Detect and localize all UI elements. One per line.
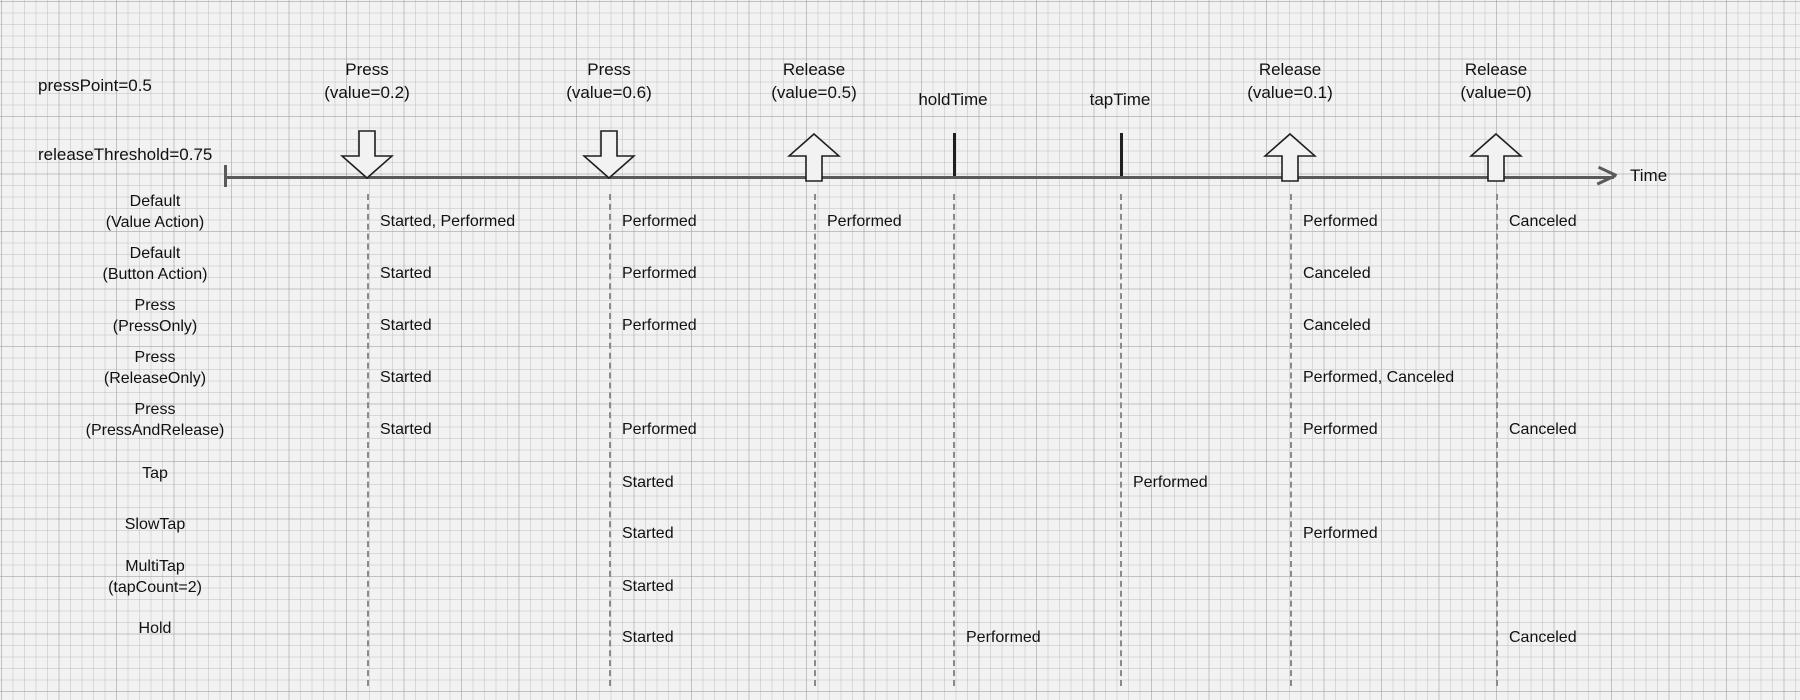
release-arrow-icon — [1263, 132, 1317, 182]
column-guide-release-2 — [1290, 194, 1292, 686]
row-label-line2: (PressOnly) — [112, 318, 198, 335]
event-label-detail: (value=0.5) — [771, 83, 857, 102]
event-label-hold-time: holdTime — [843, 88, 1063, 111]
column-guide-hold-time — [953, 194, 955, 686]
column-guide-tap-time — [1120, 194, 1122, 686]
event-label-detail: (value=0) — [1460, 83, 1532, 102]
cell-default-button-action-press-2: Performed — [622, 265, 697, 282]
event-label-title: Release — [1464, 60, 1528, 79]
row-label-line1: Press — [134, 297, 176, 314]
event-label-title: tapTime — [1089, 90, 1151, 109]
event-label-press-1: Press (value=0.2) — [257, 58, 477, 104]
event-marker-hold-time[interactable] — [953, 133, 956, 176]
cell-tap-tap-time: Performed — [1133, 474, 1208, 491]
row-label-line1: Press — [134, 349, 176, 366]
cell-default-value-action-release-1: Performed — [827, 213, 902, 230]
event-label-title: holdTime — [918, 90, 988, 109]
row-label-line1: SlowTap — [124, 516, 186, 533]
event-label-title: Release — [782, 60, 846, 79]
release-arrow-icon — [1469, 132, 1523, 182]
row-label-line2: (tapCount=2) — [108, 579, 202, 596]
cell-default-value-action-press-2: Performed — [622, 213, 697, 230]
row-label-line1: Default — [129, 193, 181, 210]
cell-hold-press-2: Started — [622, 629, 674, 646]
column-guide-press-1 — [367, 194, 369, 686]
cell-default-value-action-release-2: Performed — [1303, 213, 1378, 230]
row-label-line1: Press — [134, 401, 176, 418]
row-label-hold: Hold — [10, 618, 300, 639]
row-label-line2: (Value Action) — [105, 214, 205, 231]
event-label-detail: (value=0.6) — [566, 83, 652, 102]
row-label-line1: Default — [129, 245, 181, 262]
release-arrow-icon — [787, 132, 841, 182]
cell-press-releaseonly-release-2: Performed, Canceled — [1303, 369, 1455, 386]
event-label-release-3: Release (value=0) — [1386, 58, 1606, 104]
parameter-presspoint: pressPoint=0.5 — [38, 76, 152, 95]
cell-slowtap-release-2: Performed — [1303, 525, 1378, 542]
column-guide-release-1 — [814, 194, 816, 686]
cell-press-pressandrelease-press-2: Performed — [622, 421, 697, 438]
row-label-press-releaseonly: Press (ReleaseOnly) — [10, 347, 300, 389]
row-label-default-button-action: Default (Button Action) — [10, 243, 300, 285]
event-label-detail: (value=0.1) — [1247, 83, 1333, 102]
cell-hold-release-3: Canceled — [1509, 629, 1577, 646]
time-axis-line — [224, 176, 1614, 179]
event-marker-release-1[interactable] — [787, 132, 841, 182]
cell-press-pressandrelease-release-3: Canceled — [1509, 421, 1577, 438]
cell-default-button-action-press-1: Started — [380, 265, 432, 282]
cell-default-value-action-press-1: Started, Performed — [380, 213, 516, 230]
parameters-note: pressPoint=0.5 releaseThreshold=0.75 — [38, 28, 212, 212]
cell-press-pressonly-press-1: Started — [380, 317, 432, 334]
cell-slowtap-press-2: Started — [622, 525, 674, 542]
row-label-press-pressandrelease: Press (PressAndRelease) — [10, 399, 300, 441]
row-label-line1: Tap — [142, 465, 168, 482]
event-marker-press-2[interactable] — [582, 130, 636, 180]
event-marker-release-2[interactable] — [1263, 132, 1317, 182]
cell-tap-press-2: Started — [622, 474, 674, 491]
row-label-line1: Hold — [138, 620, 172, 637]
event-label-title: Press — [345, 60, 389, 79]
event-label-detail: (value=0.2) — [324, 83, 410, 102]
cell-hold-hold-time: Performed — [966, 629, 1041, 646]
cell-multitap-press-2: Started — [622, 578, 674, 595]
event-marker-tap-time[interactable] — [1120, 133, 1123, 176]
column-guide-release-3 — [1496, 194, 1498, 686]
cell-press-releaseonly-press-1: Started — [380, 369, 432, 386]
event-marker-press-1[interactable] — [340, 130, 394, 180]
row-label-line2: (PressAndRelease) — [85, 422, 225, 439]
event-label-title: Press — [587, 60, 631, 79]
parameter-releasethreshold: releaseThreshold=0.75 — [38, 145, 213, 164]
time-axis-label: Time — [1630, 166, 1668, 185]
event-label-title: Release — [1258, 60, 1322, 79]
row-label-default-value-action: Default (Value Action) — [10, 191, 300, 233]
row-label-slowtap: SlowTap — [10, 514, 300, 535]
row-label-multitap: MultiTap (tapCount=2) — [10, 556, 300, 598]
row-label-press-pressonly: Press (PressOnly) — [10, 295, 300, 337]
cell-press-pressandrelease-release-2: Performed — [1303, 421, 1378, 438]
row-label-line2: (ReleaseOnly) — [103, 370, 207, 387]
cell-default-value-action-release-3: Canceled — [1509, 213, 1577, 230]
event-label-release-2: Release (value=0.1) — [1180, 58, 1400, 104]
cell-press-pressonly-press-2: Performed — [622, 317, 697, 334]
row-label-line2: (Button Action) — [102, 266, 208, 283]
event-marker-release-3[interactable] — [1469, 132, 1523, 182]
press-arrow-icon — [582, 130, 636, 180]
cell-default-button-action-release-2: Canceled — [1303, 265, 1371, 282]
cell-press-pressonly-release-2: Canceled — [1303, 317, 1371, 334]
event-label-tap-time: tapTime — [1010, 88, 1230, 111]
row-label-line1: MultiTap — [125, 558, 185, 575]
cell-press-pressandrelease-press-1: Started — [380, 421, 432, 438]
event-label-press-2: Press (value=0.6) — [499, 58, 719, 104]
event-label-release-1: Release (value=0.5) — [704, 58, 924, 104]
column-guide-press-2 — [609, 194, 611, 686]
row-label-tap: Tap — [10, 463, 300, 484]
press-arrow-icon — [340, 130, 394, 180]
